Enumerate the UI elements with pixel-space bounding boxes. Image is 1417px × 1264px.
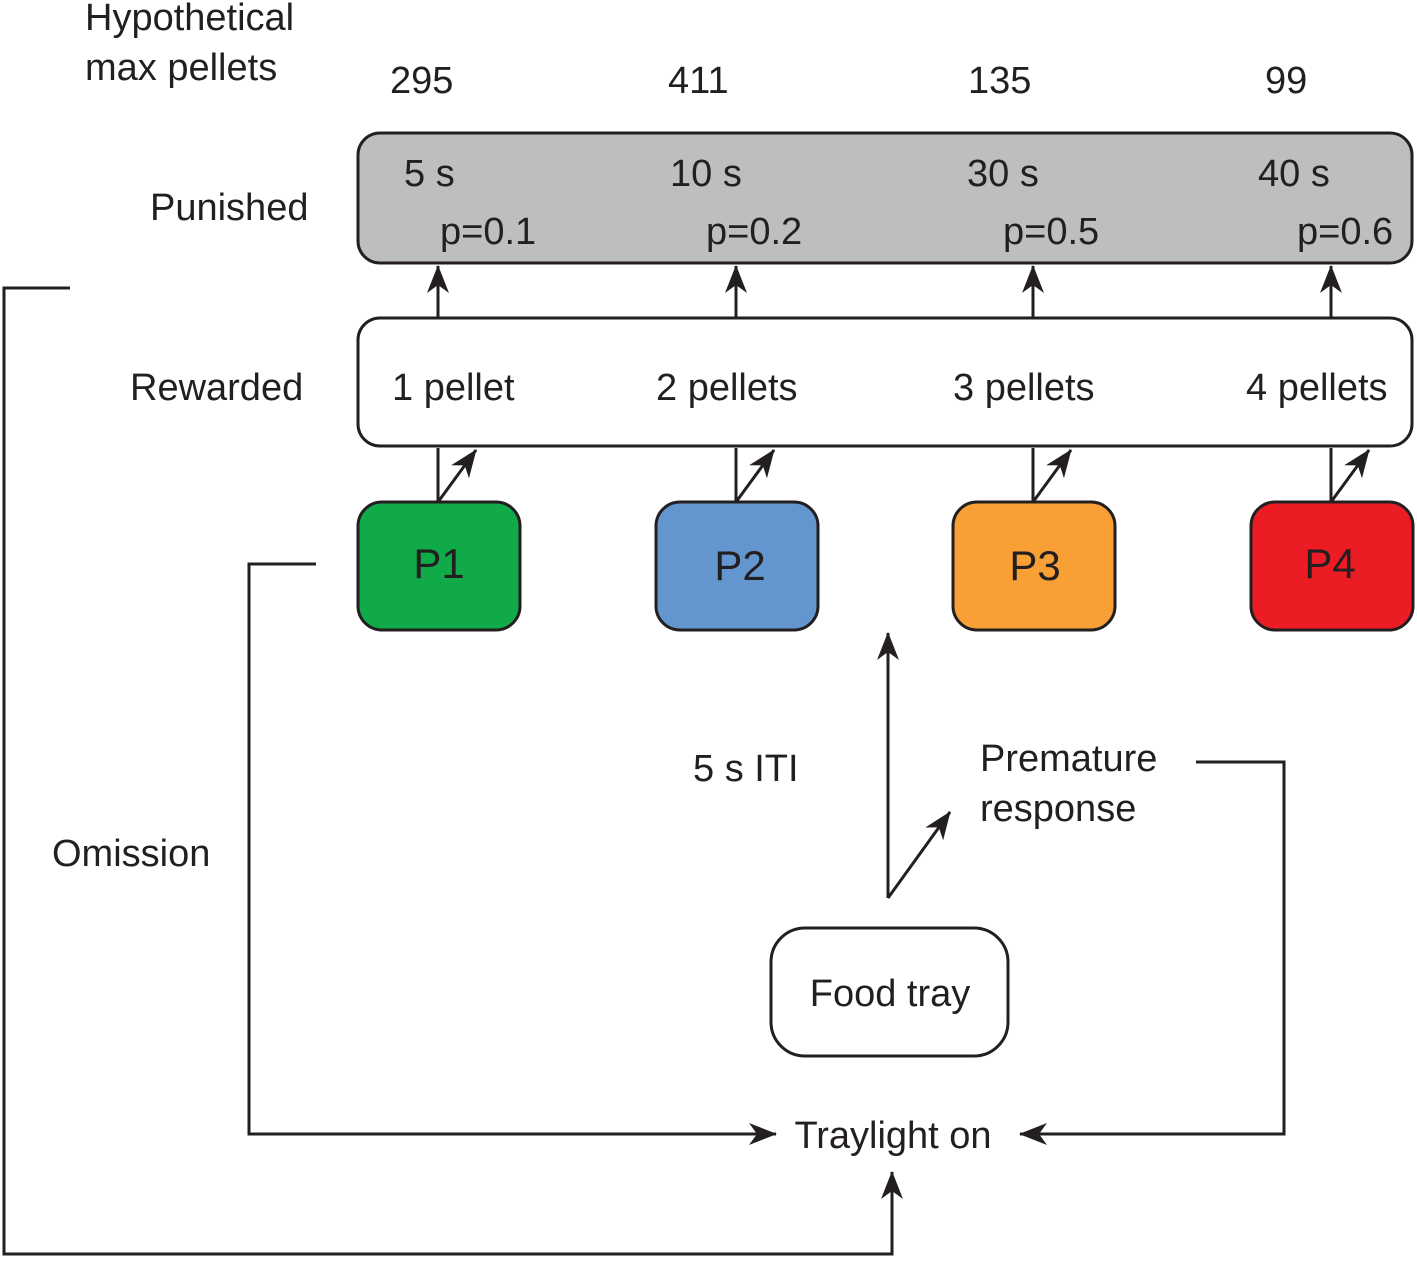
option-label-p2: P2: [714, 542, 765, 589]
max-pellets-p4: 99: [1265, 60, 1307, 102]
max-pellets-p3: 135: [968, 60, 1031, 102]
reward-p3: 3 pellets: [953, 367, 1095, 409]
arrow-premature: [886, 811, 952, 899]
connector-p4: [1329, 448, 1371, 503]
premature-loop-line: [1019, 760, 1286, 1145]
option-label-p3: P3: [1009, 542, 1060, 589]
header-line2: max pellets: [85, 47, 277, 89]
punish-delay-p3: 30 s: [967, 153, 1039, 195]
punished-box: [356, 131, 1414, 265]
option-label-p1: P1: [413, 540, 464, 587]
punish-delay-p1: 5 s: [404, 153, 455, 195]
punish-prob-p2: p=0.2: [706, 211, 802, 253]
omission-loop-line: [247, 562, 777, 1145]
max-pellets-p2: 411: [668, 60, 729, 102]
traylight-label: Traylight on: [794, 1115, 991, 1157]
option-label-p4: P4: [1304, 540, 1355, 587]
max-pellets-p1: 295: [390, 60, 453, 102]
food-tray-box: [769, 926, 1010, 1058]
punish-prob-p4: p=0.6: [1297, 211, 1393, 253]
premature-label-line2: response: [980, 788, 1136, 830]
rewarded-label: Rewarded: [130, 367, 303, 409]
punished-loop-line: [2, 286, 903, 1256]
reward-p1: 1 pellet: [392, 367, 515, 409]
connector-p2: [734, 448, 776, 503]
connector-p3: [1031, 448, 1073, 503]
reward-p4: 4 pellets: [1246, 367, 1388, 409]
food-tray-label: Food tray: [810, 973, 971, 1015]
reward-p2: 2 pellets: [656, 367, 798, 409]
omission-label: Omission: [52, 833, 210, 875]
punish-prob-p3: p=0.5: [1003, 211, 1099, 253]
punish-delay-p2: 10 s: [670, 153, 742, 195]
premature-label-line1: Premature: [980, 738, 1157, 780]
punish-prob-p1: p=0.1: [440, 211, 536, 253]
header-line1: Hypothetical: [85, 0, 294, 39]
connector-p1: [436, 448, 478, 503]
punish-delay-p4: 40 s: [1258, 153, 1330, 195]
punished-label: Punished: [150, 187, 308, 229]
iti-label: 5 s ITI: [693, 748, 799, 790]
rewarded-box: [356, 316, 1414, 448]
